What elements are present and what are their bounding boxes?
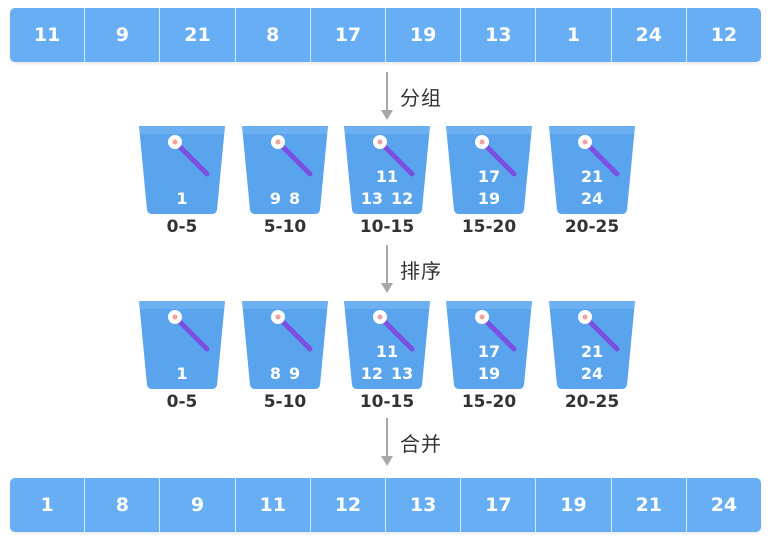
bucket-icon: [344, 301, 430, 389]
bucket-value: 13: [360, 189, 383, 208]
sort-step-label: 排序: [400, 259, 442, 283]
bucket-value: 1: [176, 189, 188, 208]
bucket: 11 12 13 10-15: [342, 297, 432, 417]
array-cell: 12: [686, 8, 761, 62]
bucket-value: 24: [580, 189, 604, 208]
array-cell: 9: [85, 8, 161, 62]
bucket-value: 19: [477, 364, 501, 383]
array-cell: 8: [235, 8, 311, 62]
bucket-range-label: 5-10: [263, 217, 307, 237]
bucket-value: 8: [269, 364, 281, 383]
array-cell: 21: [611, 478, 687, 532]
arrow-shaft: [386, 418, 388, 458]
bucket-range-label: 20-25: [564, 392, 620, 412]
array-cell: 12: [310, 478, 387, 532]
array-cell: 13: [461, 8, 537, 62]
arrow-shaft: [386, 245, 388, 285]
bucket: 11 13 12 10-15: [342, 122, 432, 242]
array-cell: 19: [536, 478, 612, 532]
arrow-down-icon: [381, 110, 393, 120]
bucket-contents: 1: [145, 146, 219, 210]
bucket-value: 19: [477, 189, 501, 208]
bucket-icon: [344, 126, 430, 214]
bucket-range-label: 0-5: [166, 392, 198, 412]
bucket-value: 9: [269, 189, 281, 208]
array-cell: 1: [10, 478, 86, 532]
bucket-range-label: 15-20: [461, 392, 517, 412]
bucket-contents: 11 13 12: [350, 146, 424, 210]
bucket-icon: [242, 126, 328, 214]
sort-step: 排序: [380, 245, 520, 297]
bucket-value: 12: [391, 189, 414, 208]
array-cell: 19: [386, 8, 462, 62]
bucket-value: 8: [289, 189, 301, 208]
array-cell: 8: [85, 478, 161, 532]
arrow-shaft: [386, 72, 388, 112]
bucket-range-label: 5-10: [263, 392, 307, 412]
arrow-down-icon: [381, 456, 393, 466]
group-step-label: 分组: [400, 86, 442, 110]
array-cell: 24: [686, 478, 761, 532]
bucket-icon: [139, 126, 225, 214]
bucket-value: 11: [375, 342, 399, 361]
bucket-contents: 11 12 13: [350, 321, 424, 385]
bucket-icon: [549, 301, 635, 389]
arrow-down-icon: [381, 283, 393, 293]
bucket-range-label: 10-15: [359, 392, 415, 412]
bucket-value: 21: [580, 342, 604, 361]
bucket-range-label: 10-15: [359, 217, 415, 237]
bucket-value: 1: [176, 364, 188, 383]
bucket-contents: 1: [145, 321, 219, 385]
bucket-value: 9: [289, 364, 301, 383]
array-cell: 13: [386, 478, 462, 532]
bucket-range-label: 0-5: [166, 217, 198, 237]
bucket-value: 17: [477, 167, 501, 186]
bucket-value: 17: [477, 342, 501, 361]
bucket-value: 21: [580, 167, 604, 186]
bucket-icon: [446, 301, 532, 389]
bucket-range-label: 20-25: [564, 217, 620, 237]
array-cell: 11: [10, 8, 86, 62]
array-cell: 1: [536, 8, 612, 62]
array-cell: 17: [310, 8, 387, 62]
bucket-icon: [549, 126, 635, 214]
bucket-range-label: 15-20: [461, 217, 517, 237]
merge-step: 合并: [380, 418, 520, 470]
array-cell: 24: [611, 8, 687, 62]
bucket-value: 24: [580, 364, 604, 383]
array-cell: 11: [235, 478, 311, 532]
bucket-value: 11: [375, 167, 399, 186]
array-cell: 17: [461, 478, 537, 532]
bucket-value: 12: [360, 364, 383, 383]
group-step: 分组: [380, 72, 520, 124]
bucket-icon: [446, 126, 532, 214]
bucket-icon: [242, 301, 328, 389]
merge-step-label: 合并: [400, 432, 442, 456]
array-cell: 9: [160, 478, 236, 532]
bucket-value: 13: [391, 364, 414, 383]
bucket-icon: [139, 301, 225, 389]
array-cell: 21: [160, 8, 236, 62]
